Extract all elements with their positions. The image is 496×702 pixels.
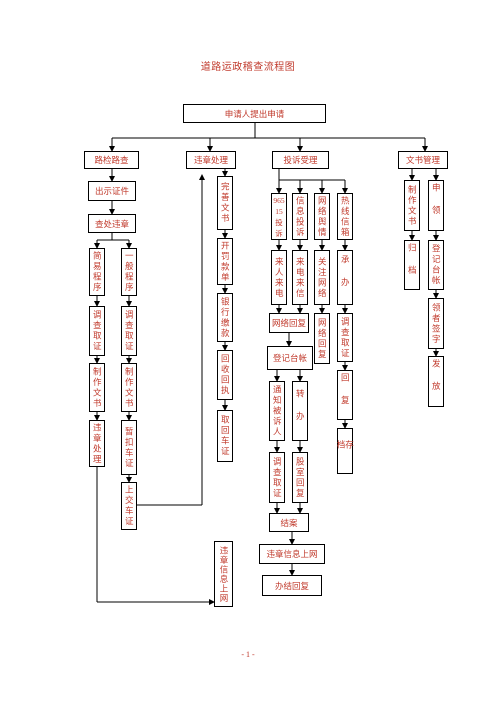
issue-box: 发放 (428, 356, 444, 407)
receipt-box: 回收回执 (217, 350, 233, 400)
undertake-box: 承办 (337, 250, 353, 305)
investigate-box-b: 调查取证 (121, 306, 137, 356)
close-case-box: 结案 (269, 513, 309, 532)
call-letter-box: 来电来信 (292, 250, 308, 305)
show-cert-box: 出示证件 (88, 181, 136, 201)
investigate-box-c: 调查取证 (337, 313, 353, 362)
notify-defendant-box: 通知被诉人 (269, 381, 285, 441)
detain-cert-box: 暂扣车证 (121, 420, 137, 475)
simple-procedure-box: 简易程序 (89, 248, 105, 296)
column-road-inspection: 路检路查 (84, 151, 139, 169)
net-reply-box: 网络回复 (269, 313, 309, 333)
column-document-management: 文书管理 (398, 151, 448, 169)
visit-call-box: 来人来电 (271, 250, 287, 305)
bank-payment-box: 银行缴款 (217, 293, 233, 342)
make-doc-box-a: 制作文书 (89, 363, 105, 412)
hotline-mailbox-box: 热线信箱 (337, 193, 353, 240)
investigate-box-a: 调查取证 (89, 306, 105, 356)
reply-box: 回复 (337, 370, 353, 420)
apply-box: 申领 (428, 180, 444, 231)
attention-network-box: 关注网络 (314, 250, 330, 305)
net-reply-vertical-box: 网络回复 (314, 313, 330, 364)
fine-ticket-box: 开罚款单 (217, 238, 233, 285)
make-doc-box-d: 制作文书 (404, 180, 420, 231)
dept-reply-box: 股室回复 (292, 452, 308, 503)
receiver-sign-box: 领者签字 (428, 298, 444, 349)
violation-handling-box: 违章处理 (89, 420, 105, 467)
hand-over-cert-box: 上交车证 (121, 482, 137, 530)
general-procedure-box: 一般程序 (121, 248, 137, 296)
final-reply-box: 办结回复 (262, 575, 322, 596)
return-cert-box: 取回车证 (217, 410, 233, 462)
start-box: 申请人提出申请 (183, 104, 326, 123)
complete-doc-box: 完善文书 (217, 176, 233, 230)
make-doc-box-b: 制作文书 (121, 363, 137, 412)
hotline-96515-box: 96515投诉 (271, 193, 287, 240)
archive-box-d: 归档 (404, 240, 420, 290)
network-opinion-box: 网络舆情 (314, 193, 330, 240)
violation-online-box: 违章信息上网 (214, 541, 233, 607)
investigate-box-d: 调查取证 (269, 452, 285, 503)
info-online-box: 违章信息上网 (259, 544, 325, 564)
transfer-box: 转办 (292, 381, 308, 441)
archive-box-c: 存档 (336, 428, 355, 474)
page-number: - 1 - (241, 650, 255, 659)
column-complaint-handling: 投诉受理 (272, 151, 329, 169)
register-ledger-box-d: 登记台帐 (428, 240, 444, 290)
register-ledger-box: 登记台帐 (267, 346, 313, 370)
info-complaint-box: 信息投诉 (292, 193, 308, 240)
page-title: 道路运政稽查流程图 (200, 62, 296, 73)
hotline-96515-label: 96515投诉 (273, 195, 285, 238)
column-violation-handling: 违章处理 (186, 151, 236, 169)
check-violation-box: 查处违章 (88, 214, 136, 233)
